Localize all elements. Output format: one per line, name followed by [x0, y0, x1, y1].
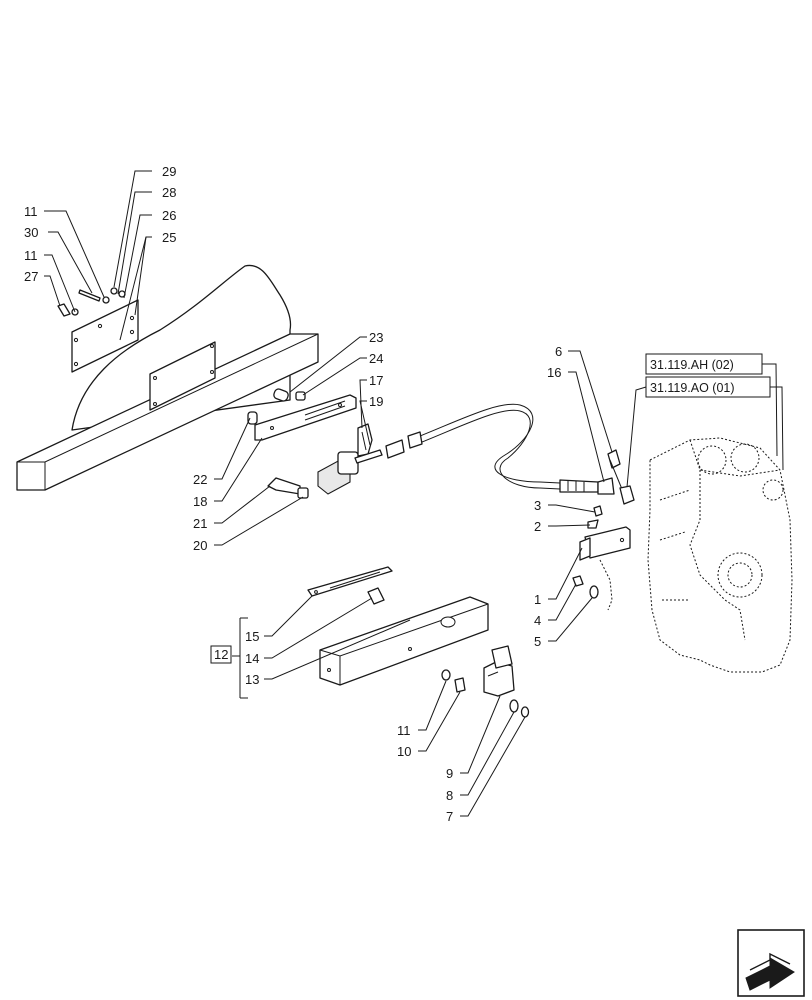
callout-labels: 29 28 26 25 11 30 11 27 23 24 17 19 22 1… — [24, 164, 562, 824]
callout-11-top: 11 — [24, 204, 38, 219]
callout-3: 3 — [534, 498, 541, 513]
callout-10: 10 — [397, 744, 411, 759]
actuator-assembly — [247, 388, 615, 499]
callout-26: 26 — [162, 208, 176, 223]
leader-lines — [44, 170, 784, 817]
callout-21: 21 — [193, 516, 207, 531]
reference-ah-label[interactable]: 31.119.AH (02) — [650, 358, 734, 372]
callout-12: 12 — [214, 647, 228, 662]
callout-9: 9 — [446, 766, 453, 781]
reference-link-ao[interactable]: 31.119.AO (01) — [645, 376, 771, 398]
callout-23: 23 — [369, 330, 383, 345]
arrow-next-icon[interactable] — [737, 929, 805, 997]
callout-24: 24 — [369, 351, 383, 366]
transmission-housing — [647, 437, 793, 673]
callout-28: 28 — [162, 185, 176, 200]
callout-30: 30 — [24, 225, 38, 240]
callout-12-box — [210, 645, 232, 664]
callout-4: 4 — [534, 613, 541, 628]
callout-20: 20 — [193, 538, 207, 553]
lower-bracket-assembly — [307, 566, 530, 718]
cable-bracket-assembly — [572, 449, 635, 611]
callout-6: 6 — [555, 344, 562, 359]
mounting-plate-25 — [57, 287, 139, 373]
callout-11-low: 11 — [397, 723, 411, 738]
callout-15: 15 — [245, 629, 259, 644]
callout-29: 29 — [162, 164, 176, 179]
reference-ao-label[interactable]: 31.119.AO (01) — [650, 381, 735, 395]
callout-13: 13 — [245, 672, 259, 687]
callout-2: 2 — [534, 519, 541, 534]
callout-7: 7 — [446, 809, 453, 824]
callout-22: 22 — [193, 472, 207, 487]
callout-16: 16 — [547, 365, 561, 380]
callout-17: 17 — [369, 373, 383, 388]
callout-11-mid: 11 — [24, 248, 38, 263]
callout-8: 8 — [446, 788, 453, 803]
callout-5: 5 — [534, 634, 541, 649]
callout-19: 19 — [369, 394, 383, 409]
callout-14: 14 — [245, 651, 259, 666]
callout-27: 27 — [24, 269, 38, 284]
callout-18: 18 — [193, 494, 207, 509]
callout-25: 25 — [162, 230, 176, 245]
callout-1: 1 — [534, 592, 541, 607]
frame-beam-assembly — [16, 264, 319, 491]
reference-link-ah[interactable]: 31.119.AH (02) — [645, 353, 763, 375]
